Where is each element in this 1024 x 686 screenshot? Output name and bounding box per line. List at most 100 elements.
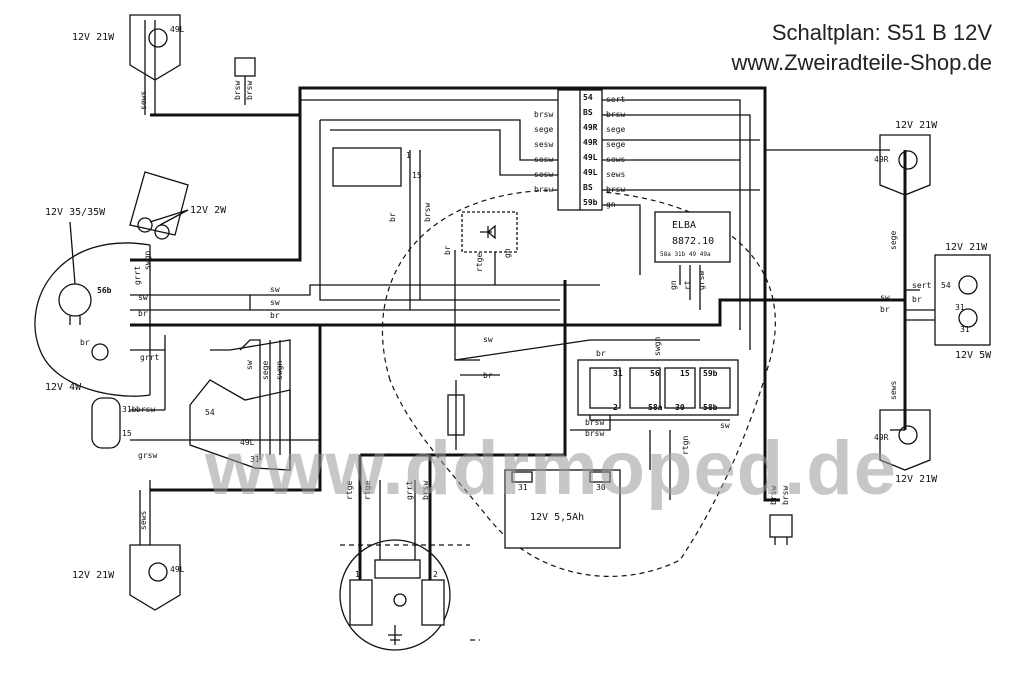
terminal-block: 54 sert brsw BS brsw sege 49R sege sesw …	[534, 89, 625, 211]
speedometer-lamps: 12V 2W swgn	[129, 171, 227, 270]
tail-lamp: 12V 21W 54 31 31 12V 5W sert br	[912, 242, 992, 361]
regulator-name: ELBA	[672, 220, 696, 231]
tb-right-1: brsw	[606, 110, 625, 119]
svg-text:sw: sw	[245, 360, 254, 370]
tb-mid-0: 54	[583, 93, 593, 102]
headlamp-label: 12V 35/35W	[45, 207, 106, 218]
diagram-website: www.Zweiradteile-Shop.de	[731, 50, 992, 75]
svg-text:49L: 49L	[170, 25, 185, 34]
svg-text:rt: rt	[683, 280, 692, 290]
svg-text:15: 15	[122, 429, 132, 438]
tb-left-6: brsw	[534, 185, 553, 194]
svg-text:49R: 49R	[874, 433, 889, 442]
svg-text:swgn: swgn	[653, 337, 662, 356]
battery-plus-terminal: 30	[596, 483, 606, 492]
svg-text:sw: sw	[270, 285, 280, 294]
tb-mid-6: BS	[583, 183, 593, 192]
harness-ignition	[358, 280, 567, 580]
watermark: www.ddrmoped.de	[205, 426, 897, 511]
svg-text:brsw: brsw	[781, 486, 790, 505]
svg-text:br: br	[270, 311, 280, 320]
svg-text:grrt: grrt	[140, 353, 159, 362]
brake-switch: brsw brsw	[769, 486, 793, 545]
svg-text:rtge: rtge	[363, 481, 372, 500]
tail-lamp-label: 12V 21W	[945, 242, 988, 253]
svg-text:rtge: rtge	[475, 253, 484, 272]
tb-left-4: sesw	[534, 155, 553, 164]
svg-text:sw: sw	[270, 298, 280, 307]
svg-text:br: br	[880, 305, 890, 314]
harness-left-vertical	[130, 88, 302, 262]
svg-text:1: 1	[406, 151, 411, 160]
svg-text:sw: sw	[138, 293, 148, 302]
svg-text:gn: gn	[669, 280, 678, 290]
tb-left-1: brsw	[534, 110, 553, 119]
svg-text:58a: 58a	[648, 403, 663, 412]
tb-mid-2: 49R	[583, 123, 598, 132]
svg-text:31: 31	[960, 325, 970, 334]
top-connector: brsw brsw	[233, 57, 256, 100]
harness-top	[150, 86, 905, 302]
svg-text:brsw: brsw	[585, 429, 604, 438]
tank-outline	[381, 189, 776, 577]
svg-text:56: 56	[650, 369, 660, 378]
regulator-part: 8872.10	[672, 236, 714, 247]
svg-text:grrt: grrt	[405, 481, 414, 500]
svg-text:br: br	[138, 309, 148, 318]
svg-text:brsw: brsw	[245, 81, 254, 100]
svg-text:1: 1	[355, 570, 360, 579]
tb-right-3: sege	[606, 140, 625, 149]
svg-text:brsw: brsw	[233, 81, 242, 100]
svg-text:brsw: brsw	[421, 481, 430, 500]
tb-mid-7: 59b	[583, 198, 598, 207]
svg-text:sert: sert	[912, 281, 931, 290]
tail-lamp-5w-label: 12V 5W	[955, 350, 992, 361]
front-left-turn-label: 12V 21W	[72, 32, 115, 43]
harness-right-main	[763, 300, 780, 502]
svg-text:br: br	[443, 245, 452, 255]
svg-text:49L: 49L	[240, 438, 255, 447]
tb-mid-5: 49L	[583, 168, 598, 177]
tb-left-5: sesw	[534, 170, 553, 179]
tb-left-2: sege	[534, 125, 553, 134]
tb-mid-3: 49R	[583, 138, 598, 147]
fuse	[447, 380, 465, 450]
battery-label: 12V 5,5Ah	[530, 512, 584, 523]
svg-text:2: 2	[433, 570, 438, 579]
tb-right-2: sege	[606, 125, 625, 134]
diode-box: br rtge gn	[443, 211, 518, 272]
svg-text:grsw: grsw	[138, 451, 157, 460]
svg-text:brsw: brsw	[136, 405, 155, 414]
svg-text:49L: 49L	[170, 565, 185, 574]
svg-text:31: 31	[955, 303, 965, 312]
front-right-turn-label: 12V 21W	[895, 120, 938, 131]
rear-left-turn-label: 12V 21W	[72, 570, 115, 581]
svg-text:15: 15	[412, 171, 422, 180]
svg-text:rtge: rtge	[345, 481, 354, 500]
svg-text:br: br	[80, 338, 90, 347]
svg-text:sege: sege	[889, 231, 898, 250]
svg-text:brsw: brsw	[769, 486, 778, 505]
svg-text:sews: sews	[889, 381, 898, 400]
svg-text:31b: 31b	[122, 405, 137, 414]
diagram-title: Schaltplan: S51 B 12V	[771, 20, 992, 45]
tb-right-7: gn	[606, 200, 616, 209]
svg-text:49R: 49R	[874, 155, 889, 164]
svg-text:54: 54	[205, 408, 215, 417]
svg-text:gn: gn	[503, 248, 512, 258]
svg-text:br: br	[912, 295, 922, 304]
svg-text:br: br	[388, 212, 397, 222]
flasher-relay: 1 15 br brsw	[332, 147, 432, 222]
headlamp: 12V 35/35W 56b sw br br 12V 4W grrt grrt	[34, 207, 159, 397]
svg-text:59b: 59b	[703, 369, 718, 378]
svg-text:54: 54	[941, 281, 951, 290]
svg-text:56b: 56b	[97, 286, 112, 295]
ignition-switch-block: 31 56 15 59b 2 58a 30 58b brsw brsw rtgn…	[577, 337, 739, 455]
svg-text:sw: sw	[483, 335, 493, 344]
tb-left-3: sesw	[534, 140, 553, 149]
rear-right-turn-signal: 49R 12V 21W sews	[874, 381, 938, 485]
thin-wires	[130, 20, 945, 560]
tb-right-6: brsw	[606, 185, 625, 194]
rear-left-turn-signal: 49L 12V 21W sews	[72, 511, 185, 611]
